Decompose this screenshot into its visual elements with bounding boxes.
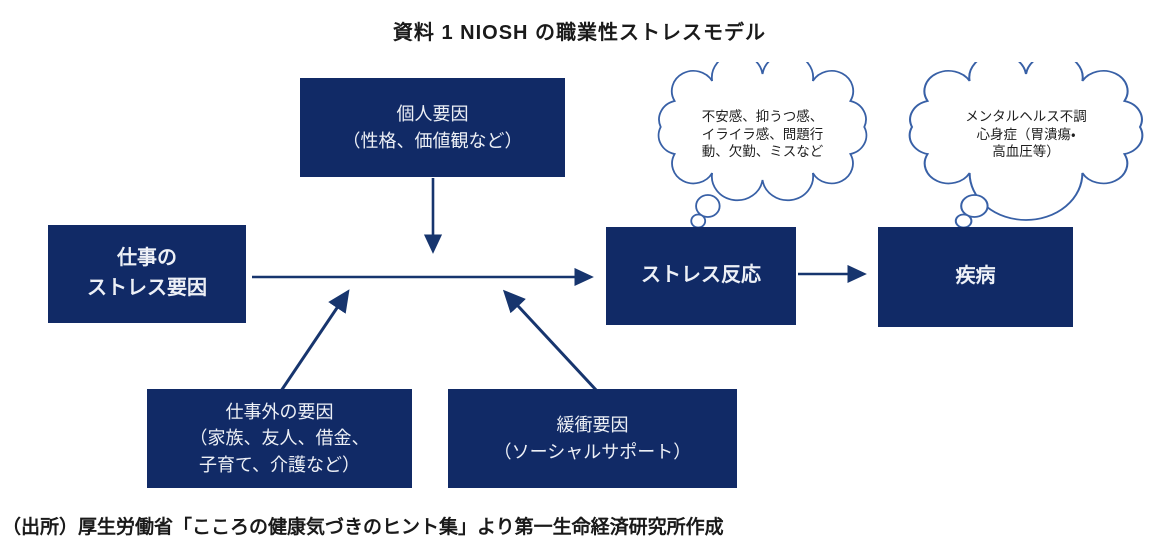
- box-buffer-factors: 緩衝要因 （ソーシャルサポート）: [448, 389, 737, 488]
- box-line: ストレス要因: [87, 277, 207, 299]
- diagram-title: 資料 1 NIOSH の職業性ストレスモデル: [392, 22, 767, 44]
- cloud-line: 不安感、抑うつ感、: [701, 109, 824, 124]
- box-line: 疾病: [955, 265, 996, 288]
- cloud-shape-icon: [908, 62, 1144, 229]
- box-disease: 疾病: [878, 227, 1073, 327]
- box-job-stressors: 仕事の ストレス要因: [48, 225, 246, 323]
- thought-bubble-illness: メンタルヘルス不調 心身症（胃潰瘍・ 高血圧等）: [900, 62, 1152, 234]
- box-non-work-factors: 仕事外の要因 （家族、友人、借金、 子育て、介護など）: [147, 389, 412, 488]
- box-personal-factors: 個人要因 （性格、価値観など）: [300, 78, 565, 177]
- cloud-line: 動、欠勤、ミスなど: [701, 144, 824, 160]
- thought-bubble-illness-text: メンタルヘルス不調 心身症（胃潰瘍・ 高血圧等）: [900, 108, 1152, 161]
- box-line: （性格、価値観など）: [342, 130, 523, 151]
- arrow-buffer-to-center: [502, 289, 599, 393]
- box-line: 子育て、介護など）: [198, 454, 361, 475]
- cloud-line: メンタルヘルス不調: [965, 109, 1087, 124]
- cloud-line: イライラ感、問題行: [701, 126, 824, 142]
- box-line: 個人要因: [396, 103, 469, 124]
- box-line: 仕事外の要因: [225, 401, 334, 422]
- thought-bubble-stress-reactions-text: 不安感、抑うつ感、 イライラ感、問題行 動、欠勤、ミスなど: [650, 108, 875, 161]
- source-caption: （出所）厚生労働省「こころの健康気づきのヒント集」より第一生命経済研究所作成: [2, 517, 724, 538]
- thought-bubble-stress-reactions: 不安感、抑うつ感、 イライラ感、問題行 動、欠勤、ミスなど: [650, 62, 875, 234]
- arrow-nonwork-to-center: [279, 289, 350, 392]
- box-line: （家族、友人、借金、: [189, 428, 370, 449]
- cloud-line: 心身症（胃潰瘍・: [976, 126, 1076, 142]
- cloud-line: 高血圧等）: [992, 144, 1060, 160]
- box-line: 仕事の: [117, 247, 177, 270]
- box-stress-response: ストレス反応: [606, 227, 796, 325]
- box-line: 緩衝要因: [556, 414, 629, 435]
- cloud-shape-icon: [657, 62, 868, 229]
- box-line: （ソーシャルサポート）: [493, 441, 692, 462]
- box-line: ストレス反応: [641, 264, 761, 287]
